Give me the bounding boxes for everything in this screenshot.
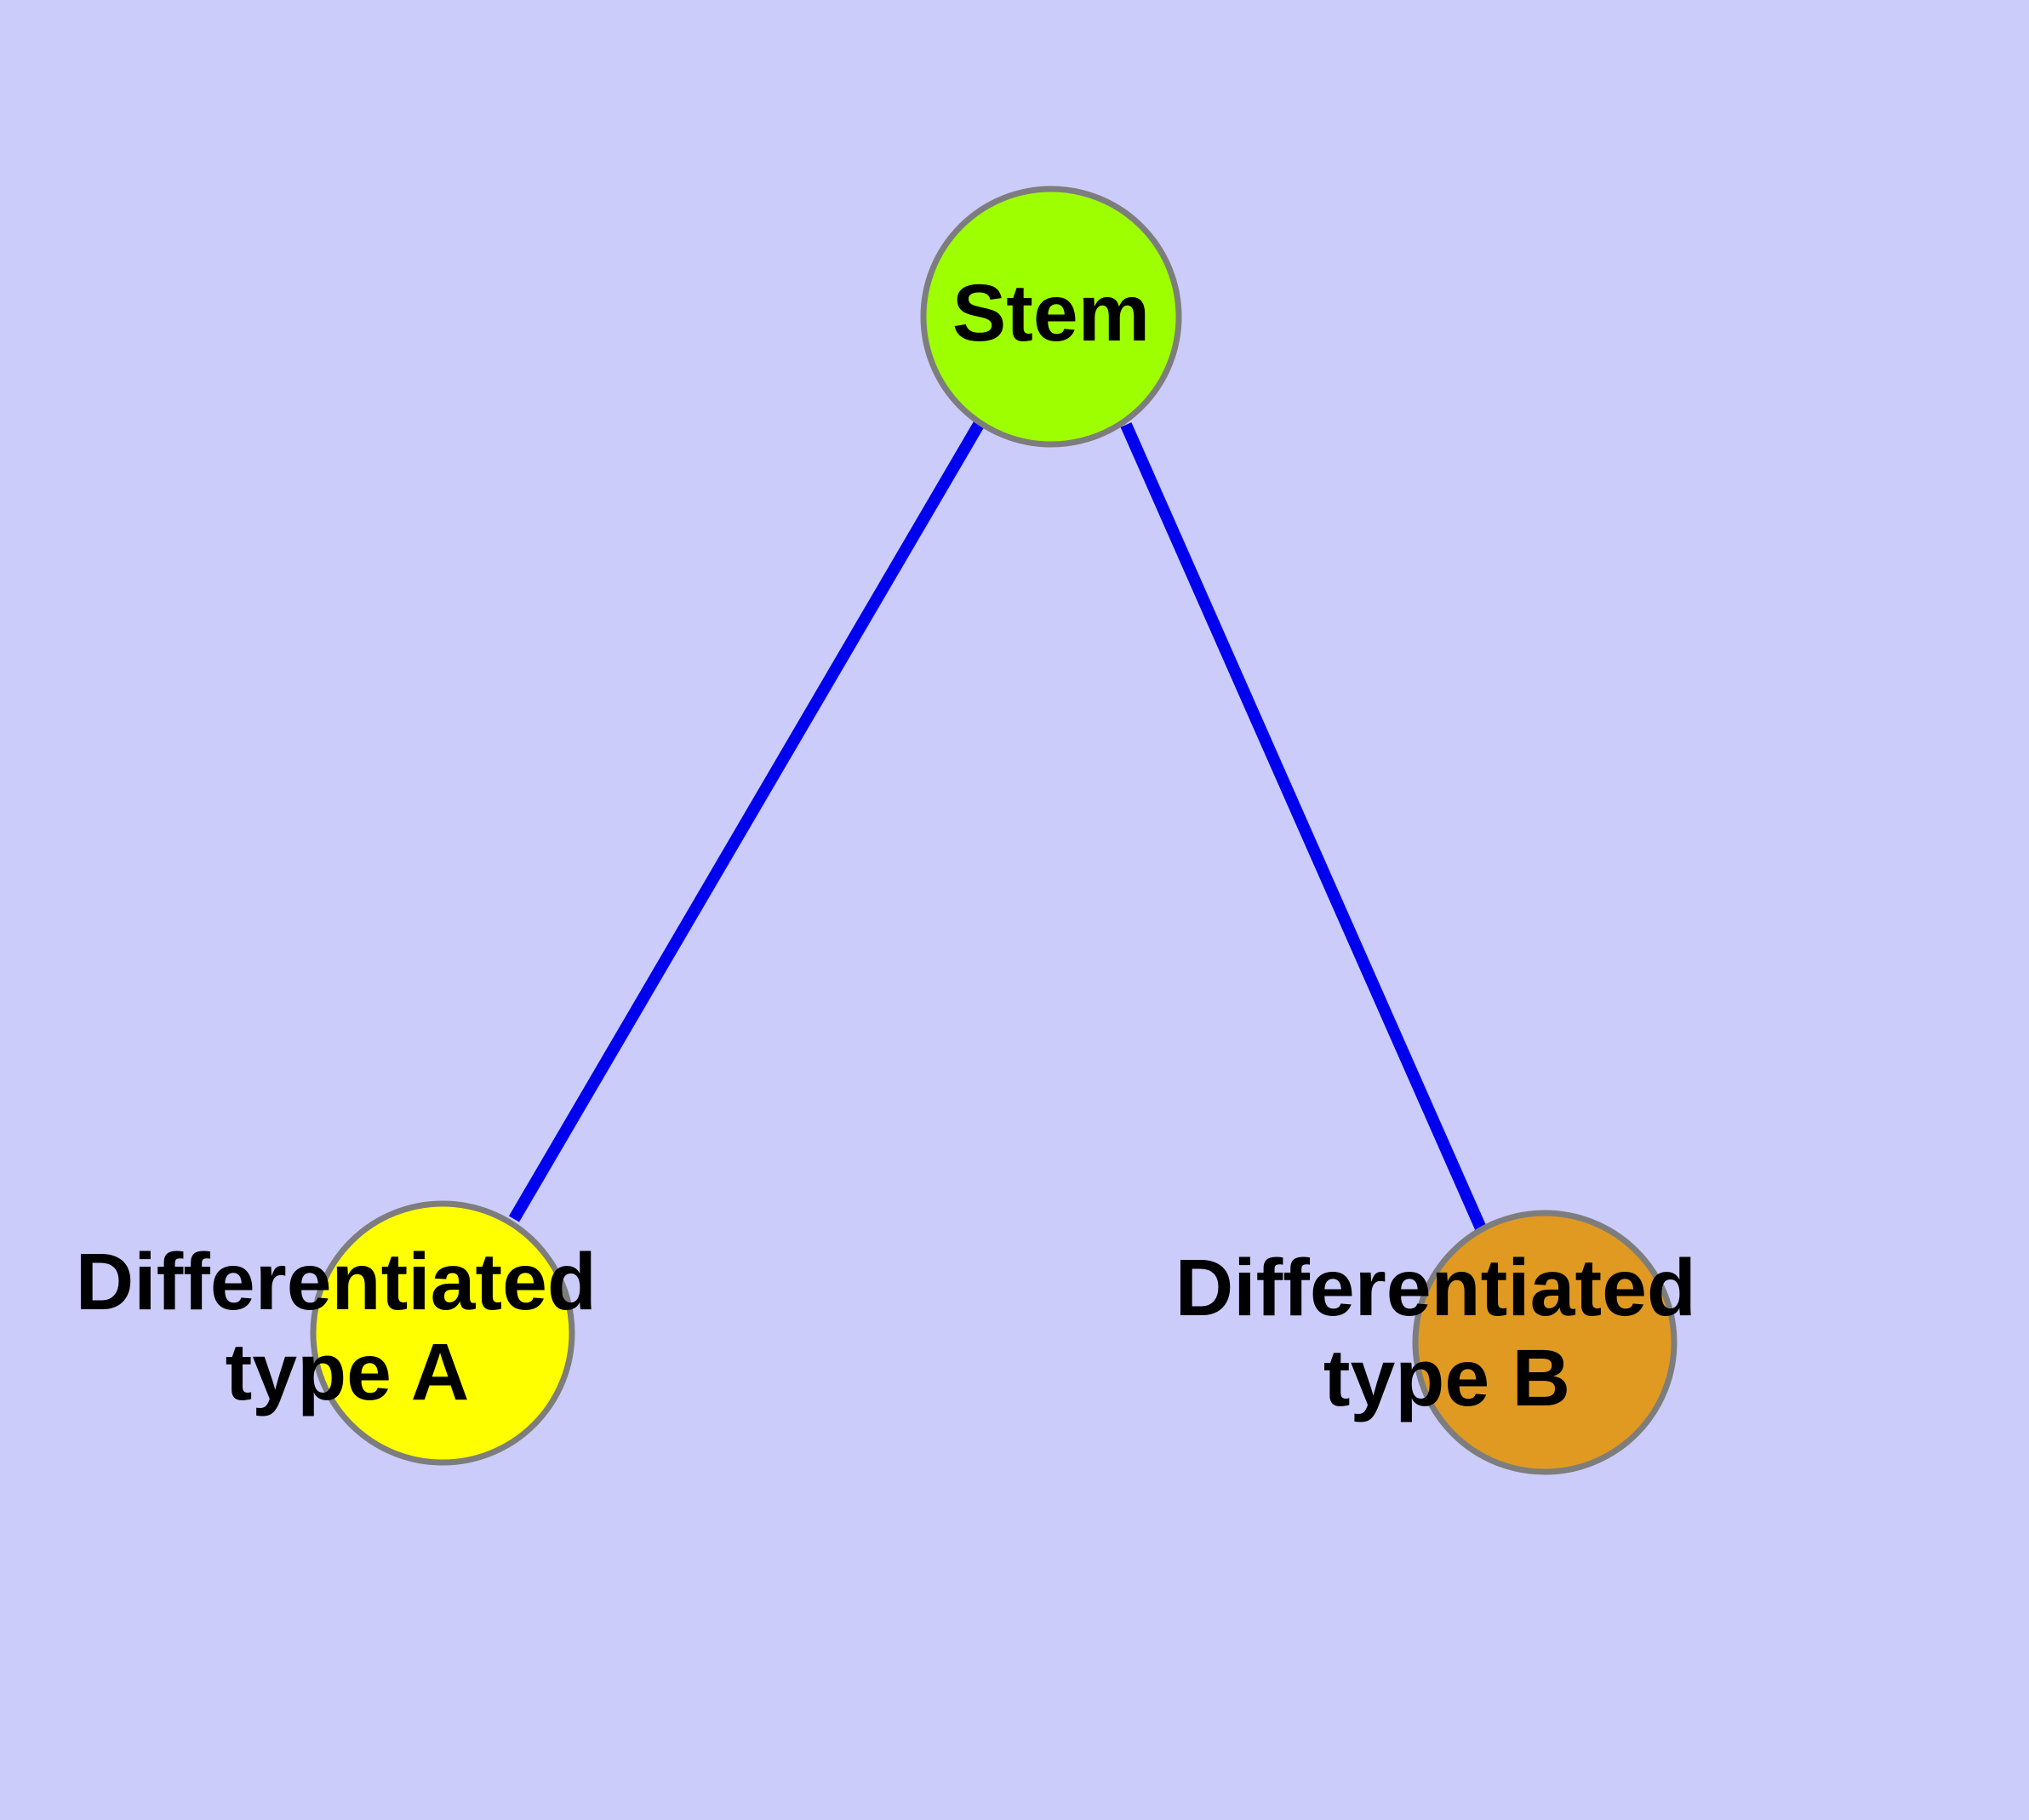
node-differentiated-type-a-label-line-1: Differentiated	[76, 1237, 597, 1327]
node-differentiated-type-b-circle[interactable]	[1412, 1210, 1677, 1475]
node-differentiated-type-b-label: Differentiated type B	[1175, 1243, 1719, 1423]
labels-layer: Stem Differentiated type A Differentiate…	[76, 268, 1719, 1423]
edge-stem-to-differentiated-type-b[interactable]	[1120, 422, 1487, 1231]
node-differentiated-type-b-label-line-2: type B	[1323, 1333, 1570, 1423]
node-differentiated-type-a-circle[interactable]	[310, 1200, 575, 1466]
edge-stem-to-differentiated-type-a[interactable]	[508, 420, 986, 1222]
node-differentiated-type-a-label: Differentiated type A	[76, 1237, 620, 1417]
node-differentiated-type-a-label-line-2: type A	[226, 1327, 470, 1417]
nodes-layer	[310, 186, 1677, 1475]
edges-layer	[508, 420, 1487, 1231]
node-stem[interactable]	[920, 186, 1182, 448]
node-differentiated-type-b-label-line-1: Differentiated	[1175, 1243, 1696, 1333]
node-stem-label-line-1: Stem	[952, 268, 1150, 358]
node-differentiated-type-b[interactable]	[1412, 1210, 1677, 1475]
node-stem-label: Stem	[952, 268, 1150, 358]
node-stem-circle[interactable]	[920, 186, 1182, 448]
node-differentiated-type-a[interactable]	[310, 1200, 575, 1466]
